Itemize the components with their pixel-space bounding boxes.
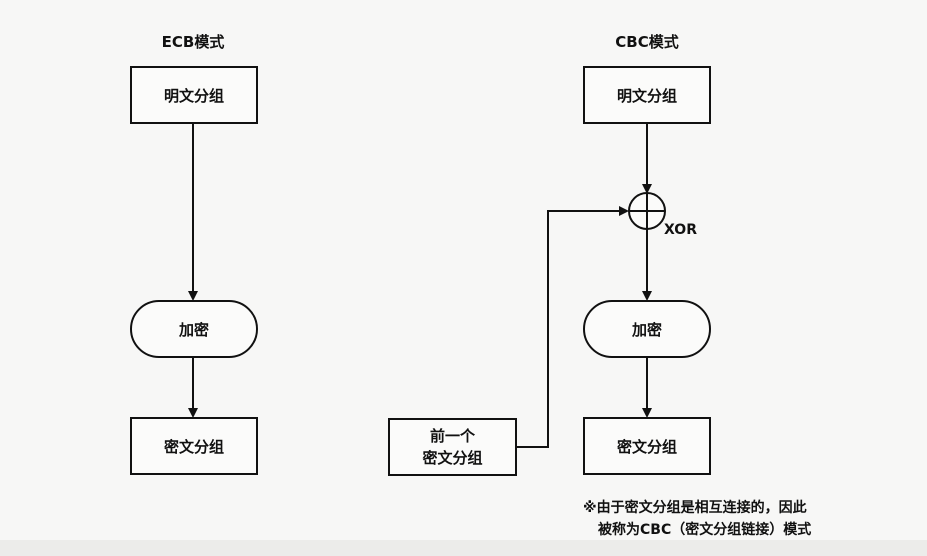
bottom-strip bbox=[0, 540, 927, 556]
xor-label: XOR bbox=[664, 222, 697, 238]
ecb-plaintext-label: 明文分组 bbox=[163, 86, 224, 105]
footnote-line1: ※由于密文分组是相互连接的，因此 bbox=[583, 500, 807, 516]
cbc-previous-label-line1: 前一个 bbox=[429, 427, 475, 445]
xor-symbol-icon bbox=[628, 192, 666, 230]
cbc-encrypt-block: 加密 bbox=[583, 300, 711, 358]
cbc-ciphertext-label: 密文分组 bbox=[616, 437, 677, 456]
cbc-encrypt-label: 加密 bbox=[631, 320, 662, 339]
ecb-encrypt-block: 加密 bbox=[130, 300, 258, 358]
ecb-plaintext-block: 明文分组 bbox=[130, 66, 258, 124]
ecb-ciphertext-label: 密文分组 bbox=[163, 437, 224, 456]
cbc-arrow-previous-to-xor bbox=[517, 206, 629, 448]
footnote-line2: 被称为CBC（密文分组链接）模式 bbox=[598, 522, 812, 538]
cbc-plaintext-block: 明文分组 bbox=[583, 66, 711, 124]
ecb-title: ECB模式 bbox=[161, 33, 225, 51]
cbc-previous-ciphertext-block: 前一个 密文分组 bbox=[388, 418, 517, 476]
cbc-ciphertext-block: 密文分组 bbox=[583, 417, 711, 475]
ecb-ciphertext-block: 密文分组 bbox=[130, 417, 258, 475]
cbc-plaintext-label: 明文分组 bbox=[616, 86, 677, 105]
cbc-previous-label-line2: 密文分组 bbox=[422, 449, 483, 467]
footnote: ※由于密文分组是相互连接的，因此 被称为CBC（密文分组链接）模式 bbox=[583, 497, 811, 541]
cbc-title: CBC模式 bbox=[615, 33, 679, 51]
ecb-encrypt-label: 加密 bbox=[178, 320, 209, 339]
